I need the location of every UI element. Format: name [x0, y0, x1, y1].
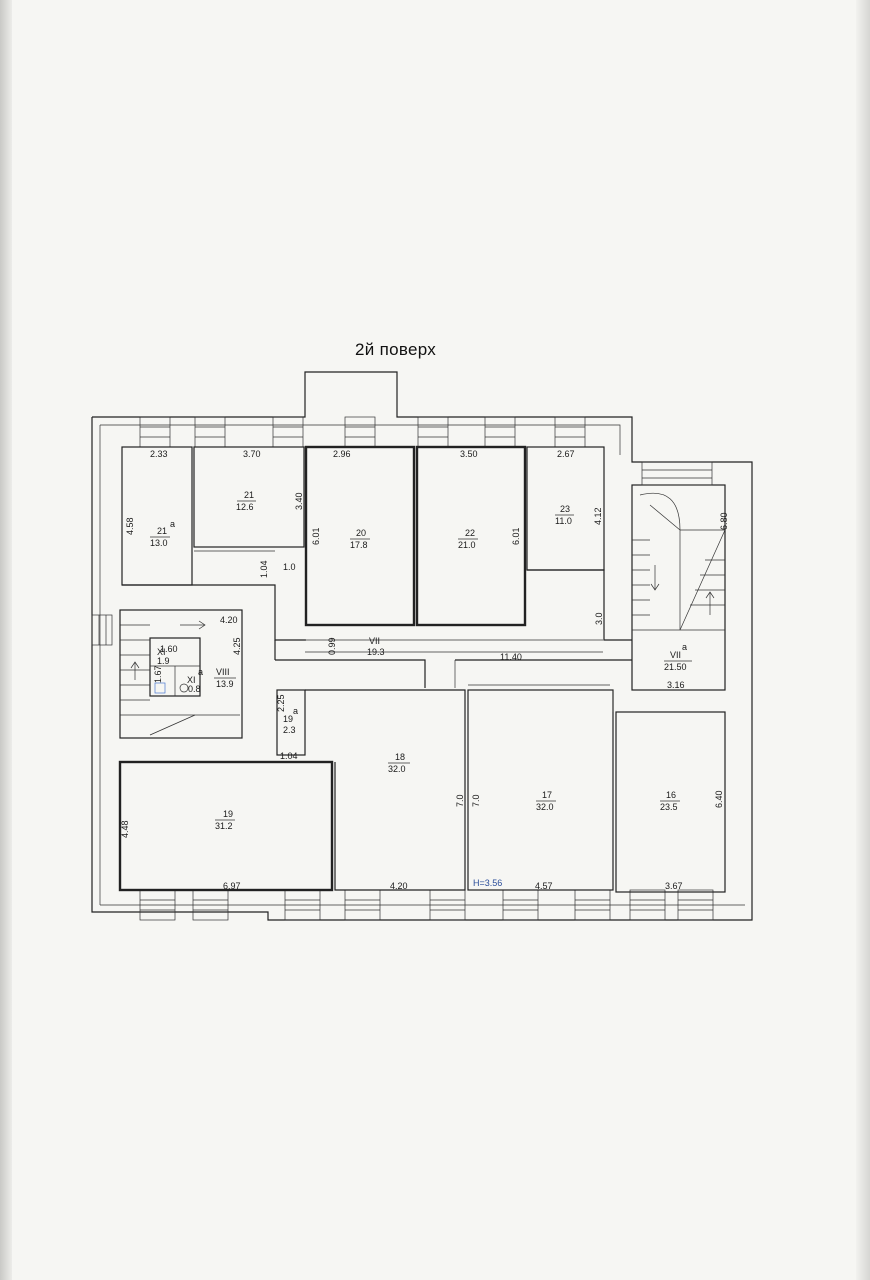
dim-label: 3.40 — [294, 492, 304, 510]
room-21a-outline — [121, 446, 193, 586]
room-23-number: 23 — [560, 504, 570, 514]
windows-left — [91, 614, 113, 646]
room-23-area: 11.0 — [555, 516, 572, 526]
room-21-area: 12.6 — [236, 502, 254, 512]
room-19a-outline — [276, 689, 306, 756]
dim-label: 2.25 — [276, 694, 286, 712]
room-19-outline — [118, 760, 334, 892]
room-VIII-number: VIII — [216, 667, 230, 677]
dimension-labels: 2.33 3.70 2.96 3.50 2.67 4.58 3.40 6.01 … — [120, 449, 729, 891]
room-22-outline — [415, 445, 527, 627]
room-19a-suffix: a — [293, 706, 298, 716]
dim-label: 6.40 — [714, 790, 724, 808]
dim-label: 0.99 — [327, 637, 337, 655]
room-17-area: 32.0 — [536, 802, 554, 812]
dim-label: 1.67 — [153, 665, 163, 683]
dim-label: 7.0 — [471, 794, 481, 807]
room-XI-number: XI — [157, 647, 166, 657]
dim-label: 6.01 — [511, 527, 521, 545]
dim-label: 6.01 — [311, 527, 321, 545]
dim-label: 4.25 — [232, 637, 242, 655]
dim-label: 3.67 — [665, 881, 683, 891]
dim-label: 4.58 — [125, 517, 135, 535]
room-16-area: 23.5 — [660, 802, 678, 812]
dim-label: 4.20 — [390, 881, 408, 891]
page-title: 2й поверх — [355, 340, 437, 359]
room-17-outline — [467, 689, 614, 891]
room-22-area: 21.0 — [458, 540, 476, 550]
room-17-number: 17 — [542, 790, 552, 800]
room-21a-number: 21 — [157, 526, 167, 536]
room-XIa-number: XI — [187, 675, 196, 685]
room-20-area: 17.8 — [350, 540, 368, 550]
scan-edge-left — [0, 0, 12, 1280]
room-18-area: 32.0 — [388, 764, 406, 774]
room-21a-area: 13.0 — [150, 538, 168, 548]
room-labels: 21 a 13.0 21 12.6 20 17.8 22 21.0 23 11.… — [150, 490, 692, 831]
room-VIIa-area: 21.50 — [664, 662, 687, 672]
room-22-number: 22 — [465, 528, 475, 538]
dim-label: 6.97 — [223, 881, 241, 891]
room-19a-number: 19 — [283, 714, 293, 724]
dim-label: 4.57 — [535, 881, 553, 891]
dim-label: 2.33 — [150, 449, 168, 459]
room-19-area: 31.2 — [215, 821, 233, 831]
ceiling-height-note: H=3.56 — [473, 878, 502, 888]
room-21-outline — [193, 446, 305, 548]
stair-VIII-block — [119, 609, 243, 739]
corridor-walls — [122, 569, 632, 688]
room-XIa-area: 0.8 — [188, 684, 201, 694]
room-18-outline — [305, 689, 466, 891]
dim-label: 4.48 — [120, 820, 130, 838]
room-16-outline — [615, 711, 726, 893]
dim-label: 1.04 — [280, 751, 298, 761]
room-VII-area: 19.3 — [367, 647, 385, 657]
room-16-number: 16 — [666, 790, 676, 800]
room-20-number: 20 — [356, 528, 366, 538]
room-VIII-area: 13.9 — [216, 679, 234, 689]
room-19-number: 19 — [223, 809, 233, 819]
scan-edge-right — [856, 0, 870, 1280]
dim-label: 2.96 — [333, 449, 351, 459]
room-VIIa-suffix: a — [682, 642, 687, 652]
dim-label: 4.12 — [593, 507, 603, 525]
outer-walls — [91, 371, 753, 921]
room-VIIa-number: VII — [670, 650, 681, 660]
dim-label: 3.0 — [594, 612, 604, 625]
dim-label: 7.0 — [455, 794, 465, 807]
dim-label: 6.80 — [719, 512, 729, 530]
dim-label: 3.70 — [243, 449, 261, 459]
dim-label: 2.67 — [557, 449, 575, 459]
room-XI-area: 1.9 — [157, 656, 170, 666]
dim-label: 3.50 — [460, 449, 478, 459]
windows-top — [139, 416, 586, 448]
dim-label: 1.04 — [259, 560, 269, 578]
dim-label: 3.16 — [667, 680, 685, 690]
dim-label: 4.20 — [220, 615, 238, 625]
room-19a-area: 2.3 — [283, 725, 296, 735]
room-21a-suffix: a — [170, 519, 175, 529]
room-18-number: 18 — [395, 752, 405, 762]
room-20-outline — [304, 445, 416, 627]
dim-label: 11.40 — [500, 652, 522, 662]
dim-label: 1.0 — [283, 562, 296, 572]
stair-VIIa — [631, 461, 726, 691]
room-XIa-suffix: a — [198, 667, 203, 677]
room-VII-number: VII — [369, 636, 380, 646]
dim-label: 1.60 — [160, 644, 178, 654]
room-21-number: 21 — [244, 490, 254, 500]
